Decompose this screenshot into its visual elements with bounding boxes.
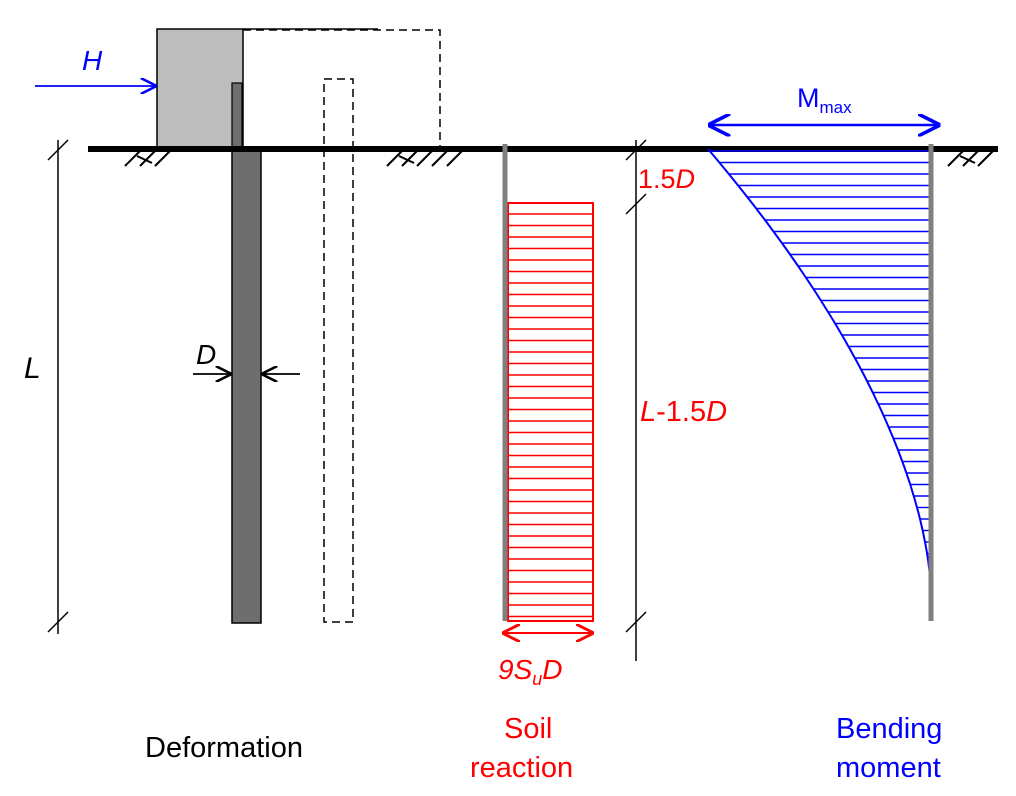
ground-hatch-1	[124, 150, 171, 167]
bending-moment-section: Mmax Bending moment	[707, 83, 942, 784]
zone-tick-bottom	[625, 611, 647, 633]
bending-moment-curve	[707, 148, 932, 594]
deformation-caption: Deformation	[145, 732, 303, 764]
displaced-pile-outline	[323, 78, 354, 623]
displaced-cap-outline	[243, 29, 441, 147]
force-label: H	[82, 45, 103, 76]
bending-moment-caption-line1: Bending	[836, 713, 942, 745]
zone-dimension: 1.5D L-1.5D	[625, 139, 727, 661]
ground-hatch-3	[947, 150, 994, 167]
diameter-label: D	[196, 339, 216, 370]
soil-reaction-block	[507, 202, 594, 622]
ground	[88, 146, 998, 167]
zone-tick-top	[625, 139, 647, 161]
soil-pressure-label: 9SuD	[498, 654, 563, 689]
soil-reaction-caption-line1: Soil	[504, 713, 552, 745]
bending-moment-hatch	[709, 150, 931, 589]
length-tick-top	[47, 139, 69, 161]
pile-stub	[231, 82, 243, 150]
max-moment-label: Mmax	[797, 83, 852, 117]
pile	[231, 148, 262, 624]
lower-zone-label: L-1.5D	[640, 396, 727, 428]
length-label: L	[24, 352, 41, 385]
soil-reaction-hatch	[508, 213, 593, 618]
ground-hatch-2	[386, 150, 463, 167]
soil-reaction-caption-line2: reaction	[470, 752, 573, 784]
bending-moment-caption-line2: moment	[836, 752, 941, 784]
length-tick-bottom	[47, 611, 69, 633]
soil-reaction-section: 9SuD Soil reaction	[470, 144, 594, 784]
zone-tick-middle	[625, 193, 647, 215]
deformation-section: H D L Deformation	[24, 28, 441, 764]
top-zone-label: 1.5D	[638, 164, 695, 194]
pile-cap	[156, 28, 244, 150]
